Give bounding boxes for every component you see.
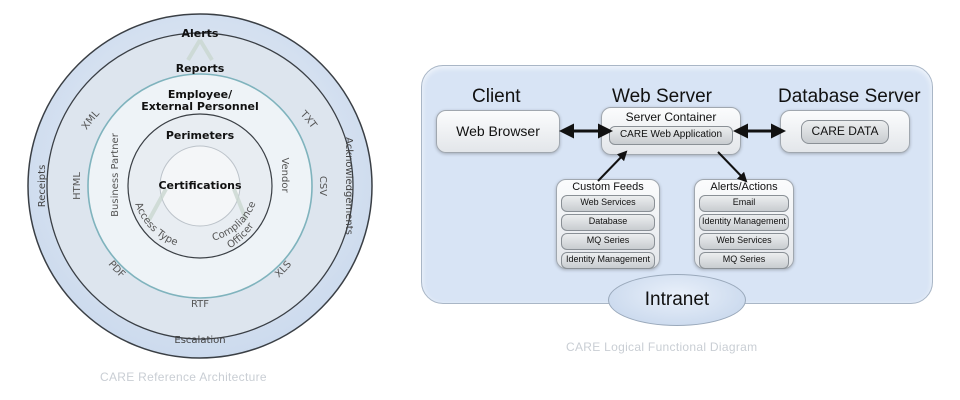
care-data-label: CARE DATA	[801, 120, 889, 144]
feed-mq-series: MQ Series	[561, 233, 655, 250]
label-reports: Reports	[176, 62, 225, 75]
feed-identity-management: Identity Management	[561, 252, 655, 269]
label-business-partner: Business Partner	[110, 132, 121, 217]
label-certifications: Certifications	[158, 179, 242, 192]
intranet-ellipse: Intranet	[608, 274, 746, 326]
ring-certifications	[159, 145, 241, 227]
database-box: CARE DATA	[780, 110, 910, 153]
server-container-label: Server Container	[625, 110, 717, 124]
reference-architecture-diagram: Alerts Reports Employee/ External Person…	[27, 13, 373, 359]
database-server-title: Database Server	[778, 86, 921, 107]
label-vendor: Vendor	[279, 157, 290, 193]
label-escalation: Escalation	[174, 335, 225, 346]
label-perimeters: Perimeters	[166, 129, 235, 142]
label-employee-line1: Employee/	[168, 88, 233, 101]
action-email: Email	[699, 195, 789, 212]
label-receipts: Receipts	[37, 165, 48, 208]
flow-lines	[147, 38, 248, 221]
functional-diagram-panel	[421, 65, 933, 304]
reference-architecture-caption: CARE Reference Architecture	[100, 370, 267, 384]
care-web-application: CARE Web Application	[609, 126, 733, 145]
label-employee-line2: External Personnel	[141, 100, 259, 113]
action-identity-management: Identity Management	[699, 214, 789, 231]
web-browser-box: Web Browser	[436, 110, 560, 153]
server-container-box: Server Container CARE Web Application	[601, 107, 741, 155]
label-rtf: RTF	[191, 299, 209, 310]
client-title: Client	[472, 86, 521, 107]
label-csv: CSV	[317, 176, 328, 196]
alerts-actions-box: Alerts/Actions Email Identity Management…	[694, 179, 794, 269]
label-alerts: Alerts	[182, 27, 219, 40]
custom-feeds-box: Custom Feeds Web Services Database MQ Se…	[556, 179, 660, 269]
functional-diagram-caption: CARE Logical Functional Diagram	[566, 340, 758, 354]
feed-database: Database	[561, 214, 655, 231]
web-server-title: Web Server	[612, 86, 712, 107]
label-acknowledgements: Acknowledgements	[343, 137, 354, 235]
alerts-actions-title: Alerts/Actions	[710, 181, 778, 193]
custom-feeds-title: Custom Feeds	[572, 181, 644, 193]
feed-web-services: Web Services	[561, 195, 655, 212]
label-html: HTML	[72, 172, 83, 200]
action-web-services: Web Services	[699, 233, 789, 250]
web-browser-label: Web Browser	[456, 123, 540, 139]
action-mq-series: MQ Series	[699, 252, 789, 269]
